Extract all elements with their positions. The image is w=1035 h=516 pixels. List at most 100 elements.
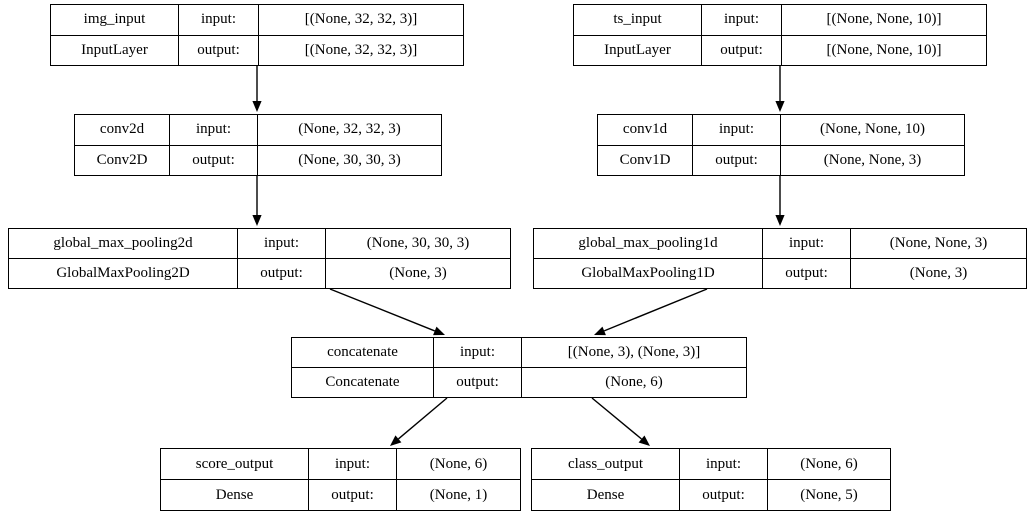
global_max_pooling1d-layer-name: global_max_pooling1d (534, 229, 763, 258)
conv1d-layer-class: Conv1D (598, 145, 693, 175)
class_output-input-shape: (None, 6) (800, 455, 858, 472)
conv1d-layer-name: conv1d (598, 115, 693, 145)
concatenate-output-shape: (None, 6) (605, 374, 663, 390)
conv2d-output-shape: (None, 30, 30, 3) (298, 151, 401, 168)
class_output-layer-class: Dense (532, 480, 680, 510)
edge-img_input-to-conv2d (252, 66, 262, 112)
class_output-output-label: output: (680, 480, 768, 510)
edge-line (603, 288, 708, 332)
edge-global_max_pooling2d-to-concatenate (329, 288, 445, 336)
ts_input-input-label: input: (702, 5, 782, 35)
score_output-output-label: output: (309, 480, 397, 510)
ts_input-input-shape: [(None, None, 10)] (826, 11, 942, 28)
ts_input-output-label: output: (702, 35, 782, 65)
conv2d-input-shape: (None, 32, 32, 3) (298, 121, 401, 138)
concatenate-input-shape: [(None, 3), (None, 3)] (567, 344, 701, 360)
arrowhead-icon (252, 215, 262, 226)
score_output-output-shape: (None, 1) (429, 486, 488, 503)
arrowhead-icon (390, 435, 402, 446)
arrowhead-icon (252, 101, 262, 112)
img_input-input-label: input: (179, 5, 259, 35)
conv1d-input-shape: (None, None, 10) (820, 121, 925, 138)
edge-line (591, 397, 642, 440)
score_output-layer-class: Dense (161, 480, 309, 510)
score_output-layer-name: score_output (161, 449, 309, 479)
edge-conv2d-to-global_max_pooling2d (252, 176, 262, 226)
ts_input-layer-name: ts_input (574, 5, 702, 35)
global_max_pooling1d-input-label: input: (763, 229, 851, 258)
global_max_pooling2d-output-shape: (None, 3) (389, 265, 447, 281)
global_max_pooling1d-input-shape: (None, None, 3) (889, 235, 988, 251)
score_output-input-label: input: (309, 449, 397, 479)
img_input-input-shape: [(None, 32, 32, 3)] (304, 11, 418, 28)
img_input-output-label: output: (179, 35, 259, 65)
conv1d-output-shape: (None, None, 3) (823, 151, 922, 168)
edge-ts_input-to-conv1d (775, 66, 785, 112)
score_output-input-shape: (None, 6) (429, 455, 488, 472)
arrowhead-icon (594, 326, 606, 336)
global_max_pooling1d-output-shape: (None, 3) (909, 265, 968, 281)
class_output-input-label: input: (680, 449, 768, 479)
img_input-layer-name: img_input (51, 5, 179, 35)
edge-concatenate-to-class_output (591, 397, 650, 446)
arrowhead-icon (775, 101, 785, 112)
edge-global_max_pooling1d-to-concatenate (594, 288, 708, 336)
arrowhead-icon (433, 326, 445, 336)
conv1d-output-label: output: (693, 145, 781, 175)
concatenate-output-label: output: (434, 368, 522, 397)
img_input-output-shape: [(None, 32, 32, 3)] (304, 41, 418, 58)
arrowhead-icon (775, 215, 785, 226)
edge-conv1d-to-global_max_pooling1d (775, 176, 785, 226)
global_max_pooling2d-input-shape: (None, 30, 30, 3) (366, 235, 470, 251)
class_output-layer-name: class_output (532, 449, 680, 479)
class_output-output-shape: (None, 5) (800, 486, 858, 503)
global_max_pooling1d-output-label: output: (763, 259, 851, 288)
global_max_pooling1d-layer-class: GlobalMaxPooling1D (534, 259, 763, 288)
conv2d-layer-name: conv2d (75, 115, 170, 145)
concatenate-layer-name: concatenate (292, 338, 434, 367)
concatenate-layer-class: Concatenate (292, 368, 434, 397)
edge-line (397, 397, 448, 440)
global_max_pooling2d-output-label: output: (238, 259, 326, 288)
conv2d-output-label: output: (170, 145, 258, 175)
conv2d-input-label: input: (170, 115, 258, 145)
edge-line (329, 288, 436, 332)
global_max_pooling2d-input-label: input: (238, 229, 326, 258)
conv1d-input-label: input: (693, 115, 781, 145)
global_max_pooling2d-layer-class: GlobalMaxPooling2D (9, 259, 238, 288)
ts_input-layer-class: InputLayer (574, 35, 702, 65)
ts_input-output-shape: [(None, None, 10)] (826, 41, 942, 58)
edge-concatenate-to-score_output (390, 397, 448, 446)
img_input-layer-class: InputLayer (51, 35, 179, 65)
arrowhead-icon (638, 435, 650, 446)
global_max_pooling2d-layer-name: global_max_pooling2d (9, 229, 238, 258)
